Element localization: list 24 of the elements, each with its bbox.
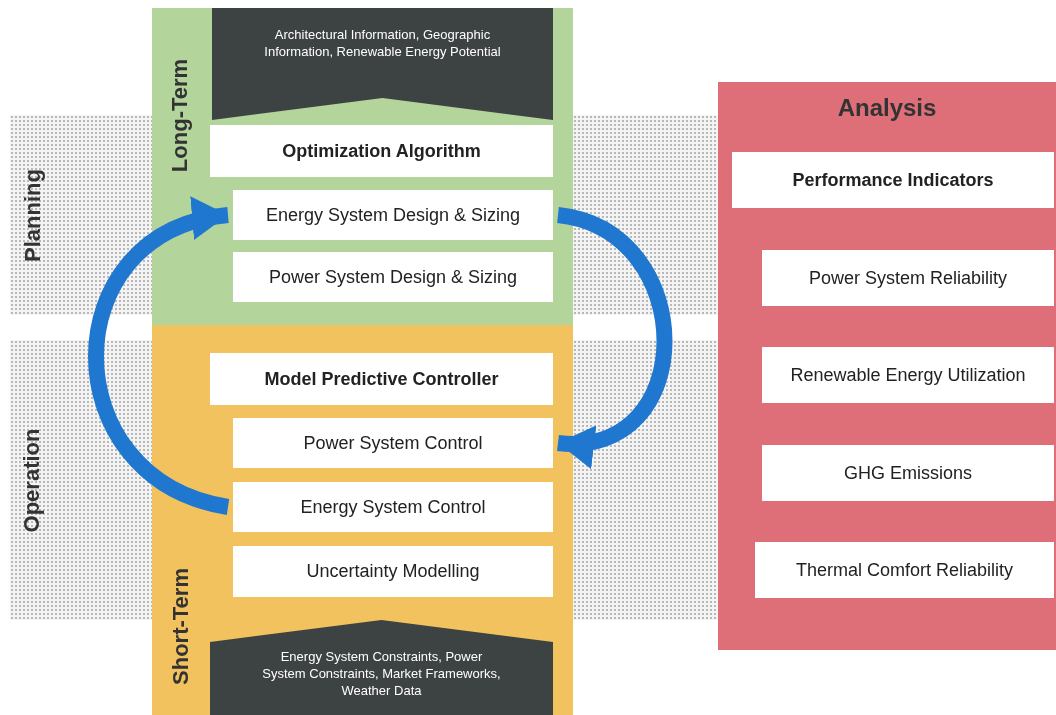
analysis-panel <box>718 82 1056 650</box>
text-box: Thermal Comfort Reliability <box>755 542 1054 598</box>
banner-text: Energy System Constraints, Power System Constraints, Market Frameworks, Weather Data <box>261 648 502 699</box>
banner-text: Architectural Information, Geographic Information, Renewable Energy Potential <box>263 26 502 60</box>
text-box: Power System Control <box>233 418 553 468</box>
text-box: Energy System Control <box>233 482 553 532</box>
text-box: Uncertainty Modelling <box>233 546 553 597</box>
phase-panel <box>152 325 573 715</box>
phase-panel <box>152 8 573 325</box>
band-label: Planning <box>18 168 46 262</box>
text-box: Optimization Algorithm <box>210 125 553 177</box>
text-box: Model Predictive Controller <box>210 353 553 405</box>
text-box: Power System Reliability <box>762 250 1054 306</box>
dotted-band <box>10 340 82 620</box>
dotted-band <box>10 115 82 315</box>
text-box: GHG Emissions <box>762 445 1054 501</box>
panel-heading: Analysis <box>836 93 938 123</box>
text-box: Renewable Energy Utilization <box>762 347 1054 403</box>
text-box: Power System Design & Sizing <box>233 252 553 302</box>
band-label: Operation <box>18 428 46 532</box>
text-box: Performance Indicators <box>732 152 1054 208</box>
text-box: Energy System Design & Sizing <box>233 190 553 240</box>
panel-label: Long-Term <box>166 58 194 172</box>
panel-label: Short-Term <box>166 567 194 685</box>
